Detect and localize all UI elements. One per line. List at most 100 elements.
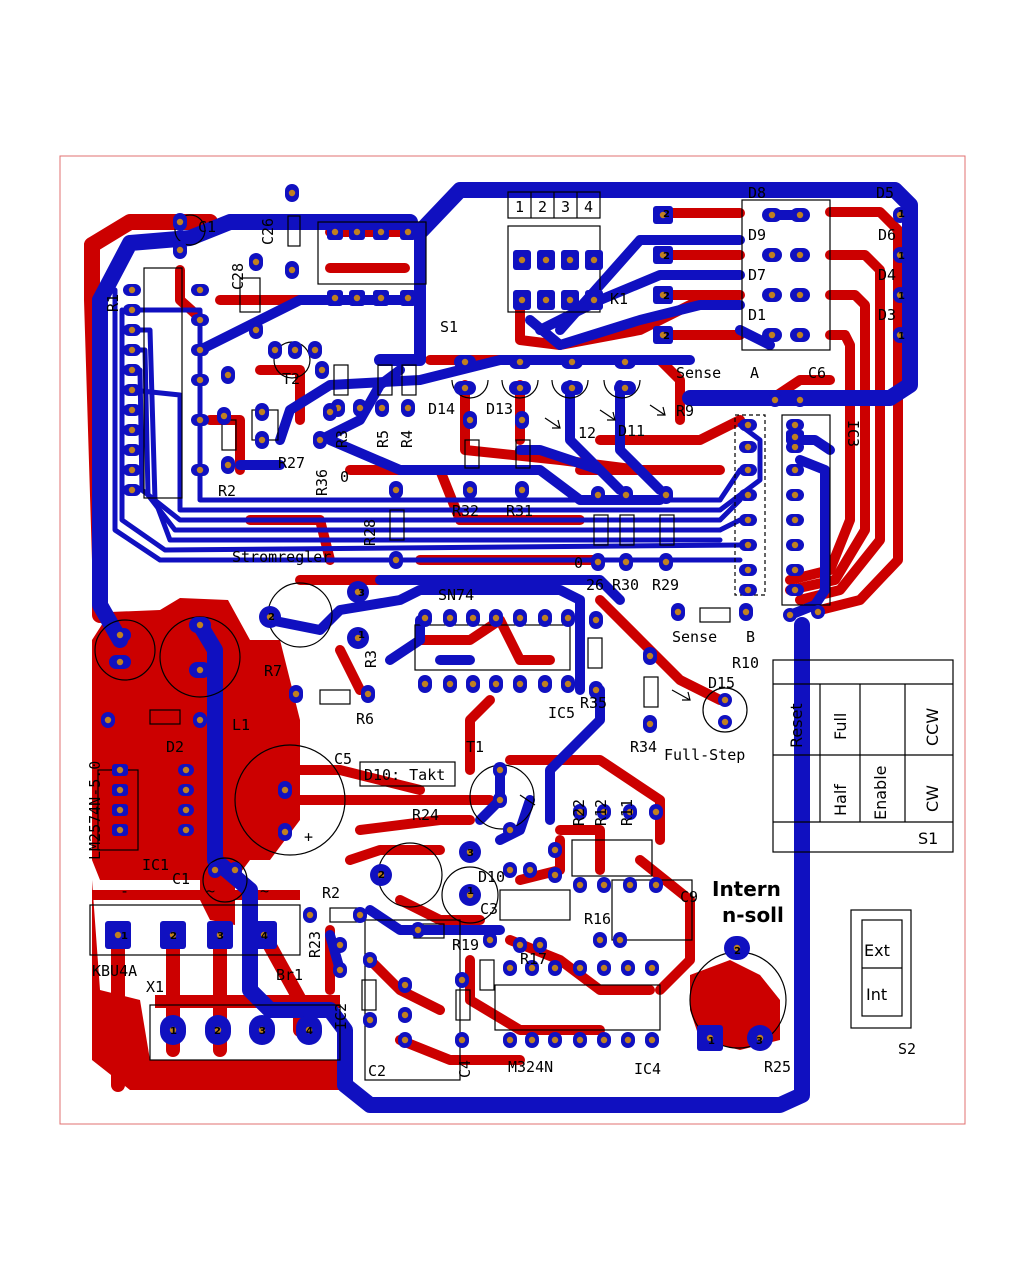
pad-drill — [768, 291, 776, 299]
pad-drill — [356, 911, 364, 919]
pad-drill — [220, 412, 228, 420]
pad-drill — [791, 433, 799, 441]
pad-drill — [516, 614, 524, 622]
pad-drill — [528, 964, 536, 972]
pad-drill — [756, 1034, 764, 1042]
label-r3: R3 — [333, 430, 351, 448]
pin-right-1: 1 — [898, 209, 905, 220]
pad-drill — [196, 416, 204, 424]
pad-drill — [492, 680, 500, 688]
pad-drill — [566, 256, 574, 264]
pad-drill — [252, 326, 260, 334]
label-r11: R11 — [618, 799, 636, 826]
label-sense-a-letter: A — [750, 364, 759, 382]
pad-drill — [266, 613, 274, 621]
label-d13: D13 — [486, 400, 513, 418]
pad-drill — [518, 296, 526, 304]
pad-drill — [622, 491, 630, 499]
pad-drill — [791, 443, 799, 451]
label-r16: R16 — [584, 910, 611, 928]
label-r17: R17 — [520, 950, 547, 968]
pin-x1-3: 3 — [259, 1026, 266, 1037]
pad-drill — [576, 1036, 584, 1044]
pad-drill — [182, 826, 190, 834]
pad-drill — [377, 871, 385, 879]
label-d15: D15 — [708, 674, 735, 692]
pin-x1-2: 2 — [214, 1026, 221, 1037]
pad-drill — [421, 614, 429, 622]
pad-drill — [590, 256, 598, 264]
pad-drill — [796, 396, 804, 404]
pad-drill — [114, 931, 122, 939]
pad-drill — [182, 806, 190, 814]
pad-drill — [258, 408, 266, 416]
pad-drill — [896, 251, 904, 259]
pad-drill — [214, 1026, 222, 1034]
pad-drill — [336, 966, 344, 974]
pad-drill — [318, 366, 326, 374]
label-sn74: SN74 — [438, 586, 474, 604]
pad-drill — [541, 680, 549, 688]
pad-drill — [594, 558, 602, 566]
label-r25: R25 — [764, 1058, 791, 1076]
pad-drill — [281, 786, 289, 794]
pad-drill — [196, 621, 204, 629]
label-minus: - — [120, 882, 129, 900]
pad-drill — [366, 956, 374, 964]
pad-drill — [542, 296, 550, 304]
pad-drill — [392, 486, 400, 494]
pin-right-2: 1 — [898, 251, 905, 262]
pad-drill — [461, 384, 469, 392]
pin-led-2: 2 — [663, 251, 670, 262]
pad-drill — [353, 228, 361, 236]
pad-drill — [331, 228, 339, 236]
pad-drill — [518, 256, 526, 264]
pad-drill — [771, 396, 779, 404]
pad-drill — [458, 976, 466, 984]
pad-drill — [404, 228, 412, 236]
label-r34: R34 — [630, 738, 657, 756]
label-m3: M324N — [508, 1058, 553, 1076]
pad-drill — [646, 652, 654, 660]
pad-drill — [378, 404, 386, 412]
pad-drill — [786, 611, 794, 619]
pad-drill — [496, 766, 504, 774]
pad-drill — [516, 941, 524, 949]
pad-drill — [576, 964, 584, 972]
label-r9: R9 — [676, 402, 694, 420]
pad-drill — [791, 586, 799, 594]
pad-drill — [744, 566, 752, 574]
pad-drill — [354, 588, 362, 596]
pin-strom-2: 2 — [268, 612, 275, 623]
pad-drill — [541, 614, 549, 622]
pad-drill — [652, 881, 660, 889]
pad-drill — [392, 556, 400, 564]
pad-drill — [551, 1036, 559, 1044]
pads-layer — [101, 184, 907, 1051]
label-x1: X1 — [146, 978, 164, 996]
pad-drill — [492, 614, 500, 622]
pad-drill — [469, 680, 477, 688]
label-c9: C9 — [680, 888, 698, 906]
pad-drill — [659, 331, 667, 339]
pad-drill — [128, 426, 136, 434]
pad-drill — [128, 406, 136, 414]
label-sense-a: Sense — [676, 364, 721, 382]
pad-drill — [768, 251, 776, 259]
pad-drill — [466, 416, 474, 424]
pin-kbu-2: 2 — [170, 931, 177, 942]
dip-label-3: 3 — [561, 198, 570, 216]
pad-drill — [486, 936, 494, 944]
pad-drill — [814, 608, 822, 616]
label-r30: R30 — [612, 576, 639, 594]
label-d3: D3 — [878, 306, 896, 324]
label-r7: R7 — [264, 662, 282, 680]
label-sense-b: Sense — [672, 628, 717, 646]
pad-drill — [458, 1036, 466, 1044]
pad-drill — [404, 294, 412, 302]
pad-drill — [316, 436, 324, 444]
pad-drill — [744, 586, 752, 594]
pad-drill — [791, 466, 799, 474]
pad-drill — [796, 291, 804, 299]
pad-drill — [446, 680, 454, 688]
